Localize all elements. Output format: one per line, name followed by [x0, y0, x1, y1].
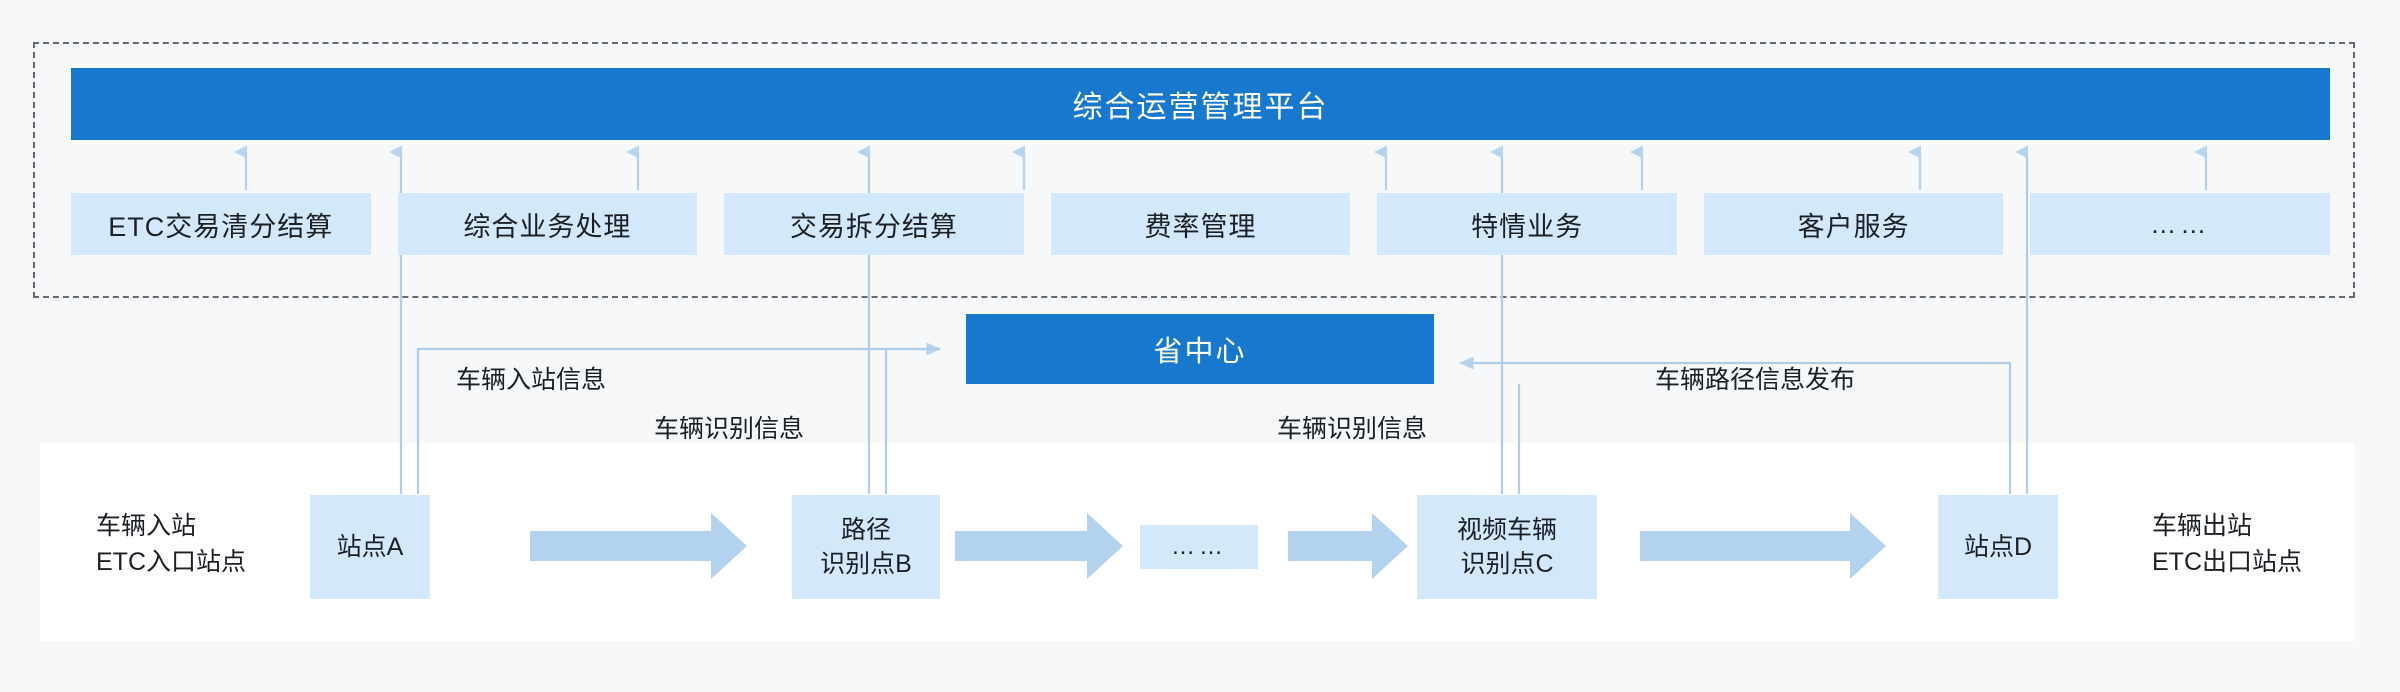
module-box-more[interactable]: …… — [2030, 193, 2331, 255]
caption-vehicle-exit: 车辆出站 ETC出口站点 — [2152, 508, 2302, 581]
platform-title-bar: 综合运营管理平台 — [71, 68, 2330, 140]
edge-label-vehicle-recognition-left: 车辆识别信息 — [654, 415, 805, 443]
edge-label-vehicle-route-publish: 车辆路径信息发布 — [1655, 366, 1856, 394]
flow-node-route-point-b[interactable]: 路径 识别点B — [792, 495, 940, 599]
flow-node-station-a-line1: 站点A — [336, 532, 404, 561]
module-box-etc-clearing[interactable]: ETC交易清分结算 — [71, 193, 371, 255]
caption-vehicle-exit-line2: ETC出口站点 — [2152, 548, 2303, 577]
caption-vehicle-entry-line1: 车辆入站 — [96, 512, 197, 540]
platform-group-dashed-border — [33, 42, 2355, 298]
flow-node-ellipsis-label: …… — [1171, 533, 1227, 561]
caption-vehicle-entry: 车辆入站 ETC入口站点 — [96, 508, 246, 581]
caption-vehicle-entry-line2: ETC入口站点 — [96, 548, 247, 577]
flow-node-route-point-b-line1: 路径 — [840, 515, 891, 544]
module-box-txn-split[interactable]: 交易拆分结算 — [724, 193, 1024, 255]
flow-node-video-point-c-line1: 视频车辆 — [1456, 515, 1557, 544]
caption-vehicle-exit-line1: 车辆出站 — [2152, 512, 2253, 540]
module-box-integrated-ops[interactable]: 综合业务处理 — [397, 193, 698, 255]
flow-node-video-point-c-line2: 识别点C — [1460, 550, 1554, 578]
module-row: ETC交易清分结算 综合业务处理 交易拆分结算 费率管理 特情业务 客户服务 …… — [71, 193, 2331, 255]
flow-node-ellipsis: …… — [1140, 525, 1258, 569]
flow-node-station-d-line1: 站点D — [1963, 532, 2033, 561]
provincial-center-box: 省中心 — [966, 314, 1434, 384]
module-box-rate-mgmt[interactable]: 费率管理 — [1050, 193, 1351, 255]
flow-node-station-a[interactable]: 站点A — [310, 495, 430, 599]
flow-node-video-point-c[interactable]: 视频车辆 识别点C — [1417, 495, 1597, 599]
module-box-customer-svc[interactable]: 客户服务 — [1703, 193, 2004, 255]
flow-node-station-d[interactable]: 站点D — [1938, 495, 2058, 599]
edge-label-vehicle-entry-info: 车辆入站信息 — [456, 366, 607, 394]
module-box-special-case[interactable]: 特情业务 — [1377, 193, 1677, 255]
flow-node-route-point-b-line2: 识别点B — [820, 550, 912, 578]
edge-label-vehicle-recognition-right: 车辆识别信息 — [1277, 415, 1428, 443]
